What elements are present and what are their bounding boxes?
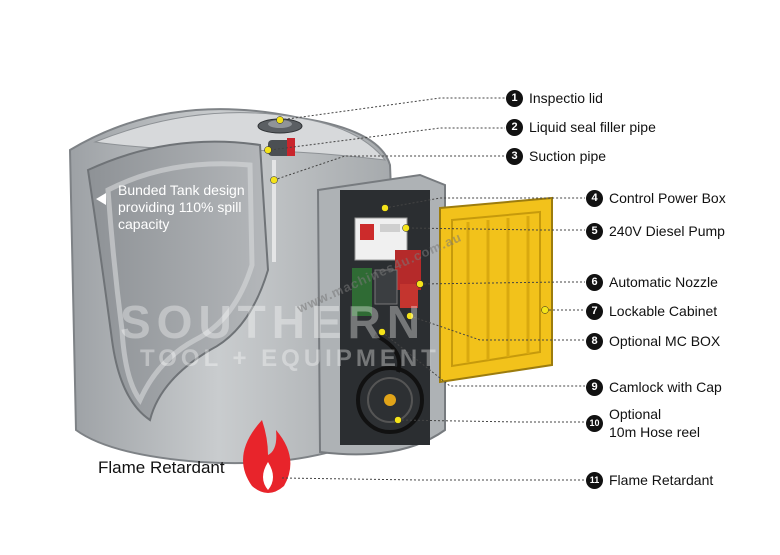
callout-number: 4 bbox=[586, 189, 603, 207]
callout-number: 3 bbox=[506, 147, 523, 165]
callout-number: 6 bbox=[586, 273, 603, 291]
callout-number: 5 bbox=[586, 222, 603, 240]
callout-label: 240V Diesel Pump bbox=[609, 223, 725, 239]
callout-7: 7 Lockable Cabinet bbox=[586, 302, 717, 320]
callout-8: 8 Optional MC BOX bbox=[586, 332, 720, 350]
callout-9: 9 Camlock with Cap bbox=[586, 378, 722, 396]
callout-label: Flame Retardant bbox=[609, 472, 714, 488]
callout-label: Automatic Nozzle bbox=[609, 274, 718, 290]
nozzle bbox=[374, 269, 398, 305]
callout-label: Optional MC BOX bbox=[609, 333, 721, 349]
callout-4: 4 Control Power Box bbox=[586, 189, 726, 207]
callout-3: 3 Suction pipe bbox=[506, 147, 606, 165]
cabinet-door bbox=[439, 196, 553, 384]
callout-2: 2 Liquid seal filler pipe bbox=[506, 118, 656, 136]
door-ribs bbox=[466, 216, 530, 362]
callout-5: 5 240V Diesel Pump bbox=[586, 222, 725, 240]
flame-icon bbox=[243, 420, 291, 493]
leader-lines bbox=[269, 97, 585, 481]
inner-tank-rim bbox=[105, 161, 255, 405]
callout-label: Lockable Cabinet bbox=[609, 303, 718, 319]
callout-number: 10 bbox=[586, 414, 603, 432]
bund-note: Bunded Tank design providing 110% spill … bbox=[118, 182, 245, 232]
callout-label: Suction pipe bbox=[529, 148, 607, 164]
callout-label-line2: 10m Hose reel bbox=[609, 424, 701, 441]
callout-label: Optional 10m Hose reel bbox=[609, 405, 700, 441]
tank-cutaway bbox=[86, 140, 270, 422]
callout-number: 2 bbox=[506, 118, 523, 136]
callout-label: Camlock with Cap bbox=[609, 379, 722, 395]
callout-number: 7 bbox=[586, 302, 603, 320]
callout-number: 1 bbox=[506, 89, 523, 107]
mc-box bbox=[352, 268, 372, 316]
callout-number: 8 bbox=[586, 332, 603, 350]
callout-label-line1: Optional bbox=[609, 406, 662, 422]
callout-number: 11 bbox=[586, 471, 603, 489]
callout-10: 10 Optional 10m Hose reel bbox=[586, 405, 700, 441]
callout-number: 9 bbox=[586, 378, 603, 396]
bund-arrow-icon bbox=[96, 193, 106, 205]
callout-label: Liquid seal filler pipe bbox=[529, 119, 656, 135]
callout-11: 11 Flame Retardant bbox=[586, 471, 713, 489]
callout-1: 1 Inspectio lid bbox=[506, 89, 603, 107]
callout-6: 6 Automatic Nozzle bbox=[586, 273, 718, 291]
flame-retardant-label: Flame Retardant bbox=[98, 458, 225, 477]
callout-label: Inspectio lid bbox=[529, 90, 603, 106]
callout-markers bbox=[264, 116, 549, 424]
callout-label: Control Power Box bbox=[609, 190, 726, 206]
